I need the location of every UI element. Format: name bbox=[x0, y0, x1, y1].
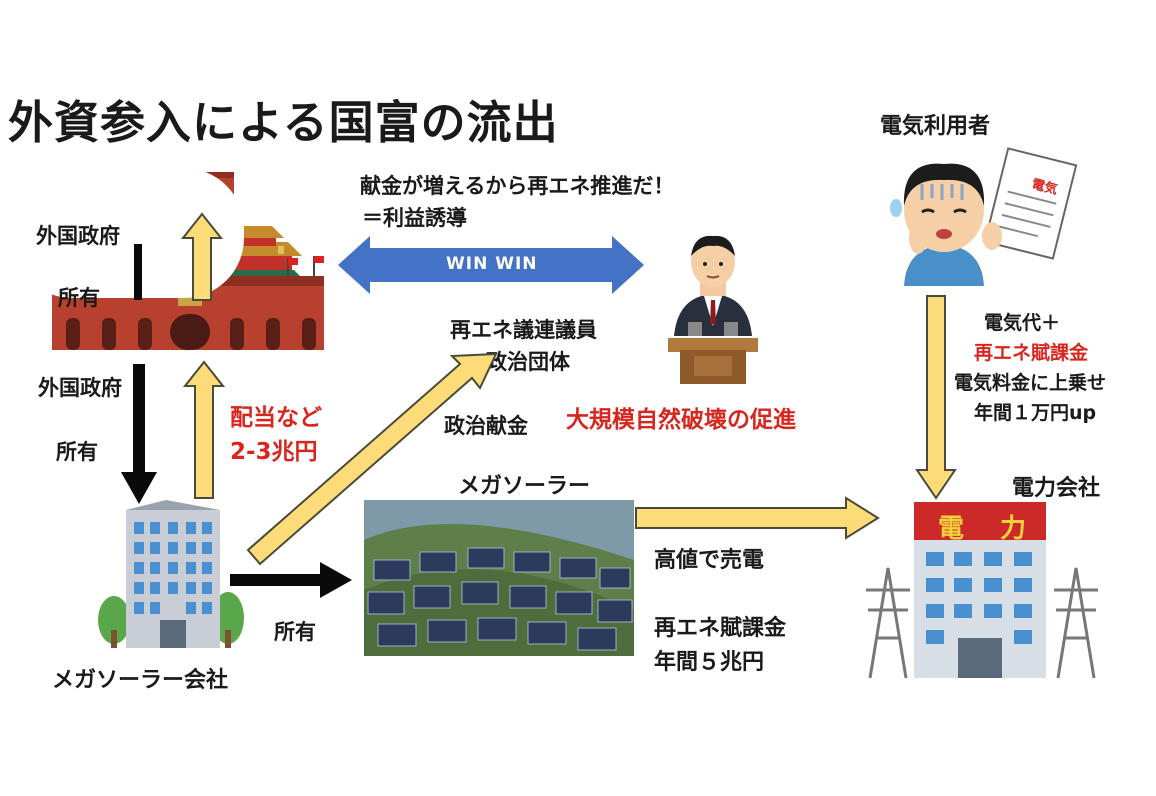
win-win-arrow bbox=[338, 236, 644, 294]
transmission-tower-icon bbox=[866, 567, 1098, 679]
destruction-label: 大規模自然破壊の促進 bbox=[566, 407, 796, 433]
donation-label: 政治献金 bbox=[444, 414, 528, 438]
slogan-line1: 献金が増えるから再エネ推進だ！ bbox=[360, 174, 675, 198]
page-title: 外資参入による国富の流出 bbox=[8, 96, 559, 149]
dividend-amount: 2-3兆円 bbox=[230, 439, 318, 465]
owned-left-label: 所有 bbox=[56, 440, 98, 464]
donation-arrow bbox=[246, 352, 498, 566]
ownership-arrow-down bbox=[121, 364, 157, 504]
electricity-user-label: 電気利用者 bbox=[880, 114, 991, 139]
levy-amount: 年間５兆円 bbox=[654, 650, 765, 675]
politician-label-2: 政治団体 bbox=[486, 350, 570, 374]
sell-label: 高値で売電 bbox=[654, 548, 765, 573]
levy-label: 再エネ賦課金 bbox=[654, 616, 787, 641]
politician-label-1: 再エネ議連議員 bbox=[450, 318, 597, 342]
foreign-gov-label: 外国政府 bbox=[38, 376, 122, 400]
office-building-icon bbox=[98, 500, 244, 648]
slogan-line2: ＝利益誘導 bbox=[362, 206, 467, 230]
owned-top-label: 所有 bbox=[58, 286, 100, 310]
user-charge-arrow bbox=[915, 295, 957, 500]
mega-solar-label: メガソーラー bbox=[458, 474, 591, 499]
foreign-gov-top-label: 外国政府 bbox=[36, 224, 120, 248]
mega-company-label: メガソーラー会社 bbox=[52, 668, 229, 693]
user-charge-1: 電気代＋ bbox=[984, 312, 1061, 334]
power-company-label: 電力会社 bbox=[1012, 476, 1101, 501]
politician-icon bbox=[668, 235, 758, 384]
power-sign-1: 電 bbox=[938, 514, 965, 544]
dividend-arrow bbox=[182, 360, 226, 499]
dividend-arrow-top bbox=[180, 212, 224, 301]
ownership-arrow-right bbox=[230, 562, 352, 598]
power-company-icon bbox=[866, 502, 1098, 679]
user-charge-3: 電気料金に上乗せ bbox=[954, 372, 1107, 394]
owned-top-line bbox=[134, 244, 142, 300]
user-charge-4: 年間１万円up bbox=[974, 402, 1097, 424]
owned-bottom-label: 所有 bbox=[274, 620, 316, 644]
power-sign-2: 力 bbox=[1000, 514, 1027, 544]
solar-panels-image bbox=[364, 500, 634, 656]
user-charge-2: 再エネ賦課金 bbox=[974, 342, 1089, 364]
dividend-label: 配当など bbox=[230, 405, 322, 431]
worried-user-icon bbox=[890, 147, 1078, 286]
sell-arrow bbox=[635, 496, 880, 540]
win-win-label: WIN WIN bbox=[446, 254, 538, 274]
